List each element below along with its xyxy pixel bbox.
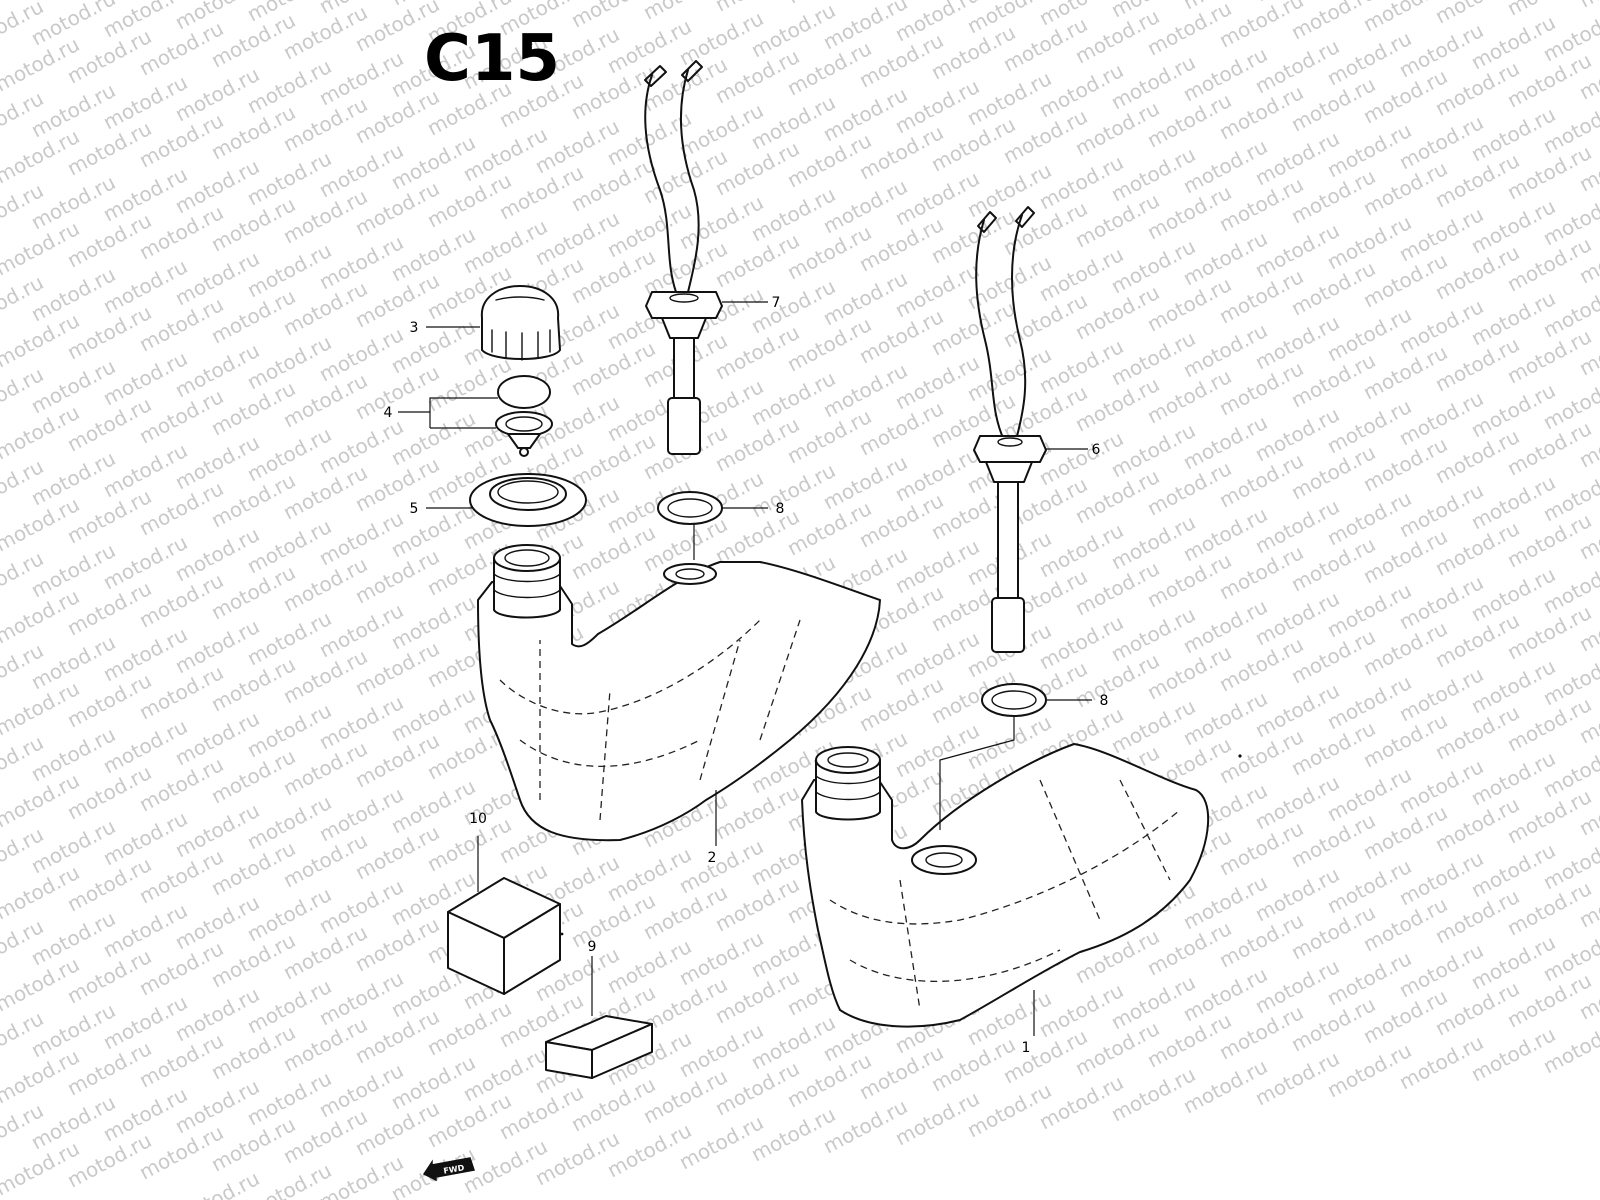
block-10: [447, 877, 561, 995]
filler-cap-3: [480, 285, 561, 361]
callout-2: 2: [708, 850, 717, 866]
callout-7: 7: [772, 295, 781, 311]
fuel-gauge-sender-7: [644, 60, 723, 455]
callout-4: 4: [384, 405, 393, 421]
cap-seal-4: [495, 375, 553, 457]
leader-lines: [398, 301, 1092, 1036]
callout-3: 3: [410, 320, 419, 336]
grommet-5: [469, 473, 587, 527]
callout-10: 10: [469, 811, 487, 827]
oil-tank-2: [477, 544, 881, 842]
fwd-arrow-label: FWD: [443, 1163, 466, 1176]
stray-dot: [560, 932, 564, 936]
callout-8-lower: 8: [1100, 693, 1109, 709]
pad-9: [545, 1015, 653, 1079]
oil-tank-1: [801, 743, 1210, 1028]
callout-9: 9: [588, 939, 597, 955]
callout-1: 1: [1022, 1040, 1031, 1056]
gasket-8-upper: [657, 491, 723, 525]
callout-5: 5: [410, 501, 419, 517]
callout-labels: 1 2 3 4 5 6 7 8 8 9 10: [384, 295, 1109, 1056]
callout-8-upper: 8: [776, 501, 785, 517]
watermark-text: motod.ru: [0, 0, 83, 4]
fwd-arrow-icon: FWD: [422, 1157, 475, 1182]
gasket-8-lower: [981, 683, 1047, 717]
callout-6: 6: [1092, 442, 1101, 458]
watermark-text: motod.ru: [1575, 0, 1600, 12]
fuel-gauge-sender-6: [973, 206, 1047, 653]
stray-dot: [1238, 754, 1242, 758]
diagram-title: C15: [424, 22, 560, 96]
